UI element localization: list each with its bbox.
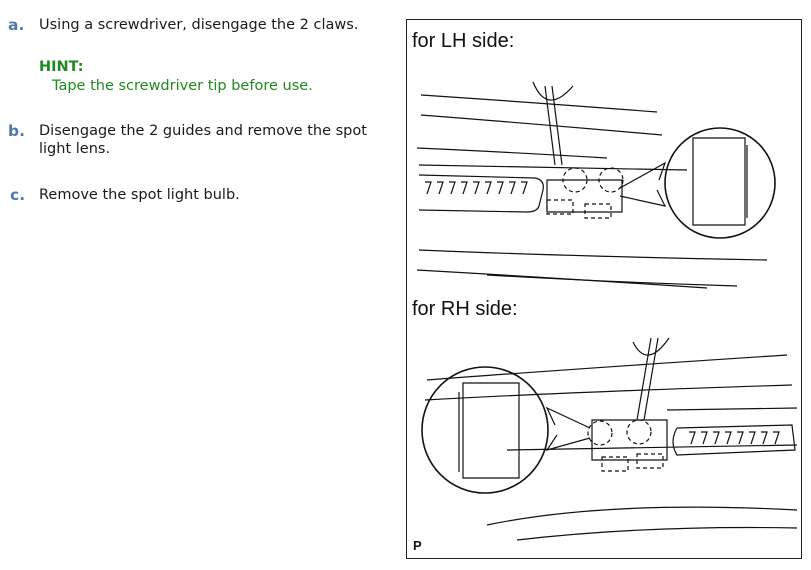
lh-vent-louvers (425, 181, 528, 195)
lh-side-caption: for LH side: (412, 30, 514, 52)
rh-side-caption: for RH side: (412, 298, 518, 320)
illustration-code: P (413, 538, 422, 553)
step-text: Using a screwdriver, disengage the 2 cla… (39, 17, 359, 33)
procedure-illustration: for LH side: for RH side: P (406, 19, 802, 559)
step-letter: a. (8, 16, 25, 34)
rh-side-drawing (421, 337, 798, 541)
hint-text: Tape the screwdriver tip before use. (52, 78, 313, 94)
rh-vent-louvers (689, 431, 780, 445)
step-text: Remove the spot light bulb. (39, 187, 240, 203)
step-letter: c. (10, 186, 26, 204)
step-letter: b. (8, 122, 25, 140)
illustration-drawing: for LH side: for RH side: P (412, 30, 798, 553)
lh-side-drawing (416, 81, 776, 289)
hint-title: HINT: (39, 59, 84, 75)
step-text: Disengage the 2 guides and remove the sp… (39, 123, 367, 157)
